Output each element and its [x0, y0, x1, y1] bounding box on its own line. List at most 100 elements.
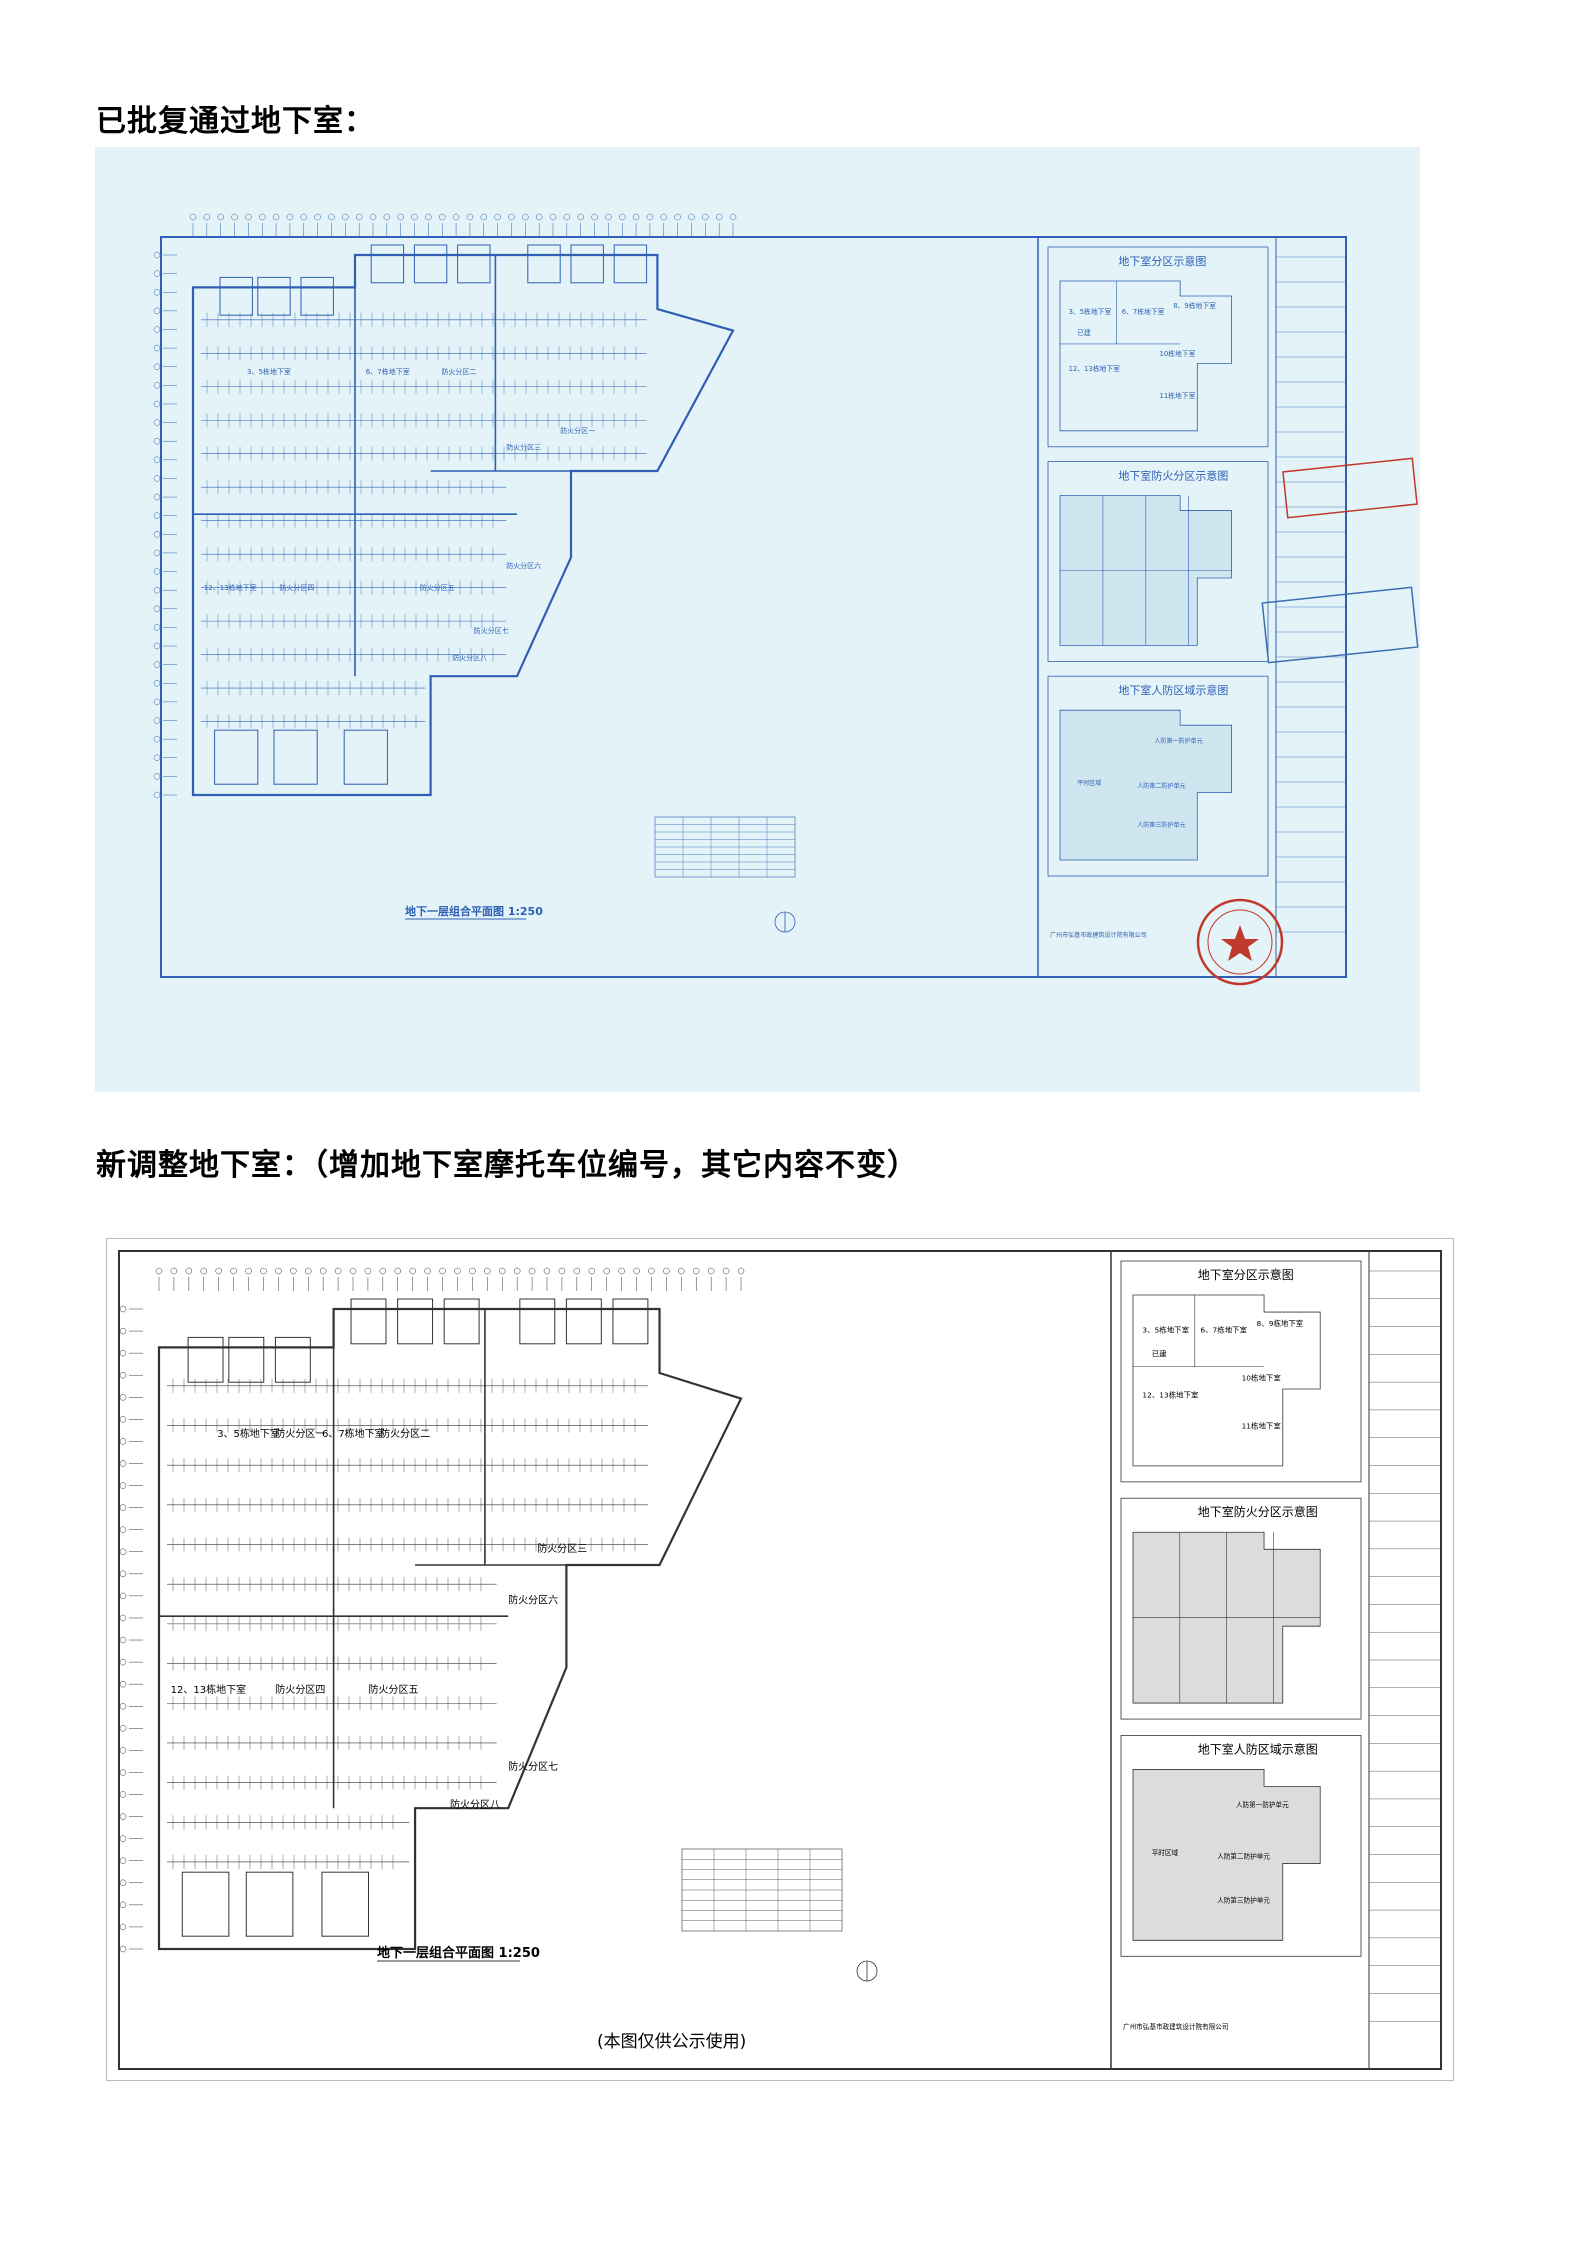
zone-diagram-label: 8、9栋地下室 [1257, 1318, 1304, 1328]
axis-bubble [153, 270, 161, 277]
fire-zones-title: 地下室防火分区示意图 [1118, 469, 1228, 483]
axis-bubble [543, 1267, 551, 1275]
building-core [565, 1298, 602, 1345]
plan-zone-label: 防火分区八 [450, 1798, 500, 1811]
axis-bubble [119, 1879, 127, 1887]
civil-defense-label: 平时区域 [1152, 1848, 1179, 1857]
zone-diagram-label: 3、5栋地下室 [1142, 1325, 1189, 1335]
civil-defense-label: 人防第一防护单元 [1236, 1800, 1289, 1809]
axis-bubble [528, 1267, 536, 1275]
axis-bubble [119, 1460, 127, 1467]
axis-bubble [245, 1267, 252, 1275]
axis-bubble [603, 1267, 610, 1275]
axis-bubble [364, 1267, 372, 1275]
basement-outline [191, 253, 735, 797]
axis-bubble [588, 1267, 596, 1275]
axis-bubble [200, 1267, 208, 1275]
zone-diagram-label: 12、13栋地下室 [1142, 1390, 1199, 1400]
axis-bubble [153, 493, 161, 501]
building-core [527, 244, 561, 284]
axis-bubble [409, 1267, 416, 1275]
plan-zone-label: 防火分区一 [560, 426, 595, 435]
plan-zone-label: 防火分区二 [380, 1427, 430, 1440]
axis-bubble [153, 307, 161, 315]
axis-bubble [153, 512, 161, 519]
zone-diagram-label: 6、7栋地下室 [1200, 1325, 1247, 1335]
axis-bubble [439, 1267, 446, 1275]
zone-diagram-label: 8、9栋地下室 [1173, 301, 1216, 310]
plan-linework [118, 1250, 1442, 2070]
axis-bubble [153, 363, 161, 370]
axis-bubble [618, 213, 626, 221]
side-panel-frame [1120, 1497, 1362, 1720]
plan-zone-label: 防火分区七 [474, 626, 509, 635]
axis-bubble [215, 1267, 222, 1275]
built-label: 已建 [1077, 328, 1091, 337]
axis-bubble [702, 213, 709, 221]
axis-bubble [119, 1857, 127, 1864]
company-name: 广州市弘基市政建筑设计院有限公司 [1050, 931, 1147, 939]
axis-bubble [153, 251, 161, 259]
axis-bubble [722, 1267, 730, 1275]
plan-zone-label: 3、5栋地下室 [217, 1427, 280, 1440]
axis-bubble [411, 213, 418, 221]
side-panel-frame [1047, 675, 1269, 877]
axis-bubble [480, 213, 488, 221]
axis-bubble [119, 1791, 127, 1798]
axis-bubble [119, 1504, 127, 1511]
axis-bubble [153, 624, 161, 631]
building-core [273, 729, 318, 785]
axis-bubble [591, 213, 598, 221]
plan-zone-label: 12、13栋地下室 [171, 1683, 246, 1696]
plan-title: 地下一层组合平面图 1:250 [377, 1945, 540, 1961]
axis-bubble [424, 1267, 431, 1275]
axis-bubble [737, 1267, 745, 1275]
axis-bubble [304, 1267, 312, 1275]
axis-bubble [153, 605, 161, 613]
axis-bubble [549, 213, 557, 221]
zone-diagram-label: 10栋地下室 [1160, 349, 1196, 358]
axis-bubble [119, 1482, 127, 1489]
axis-bubble [119, 1923, 127, 1931]
building-core [219, 276, 253, 316]
plan-zone-label: 防火分区七 [508, 1760, 558, 1773]
axis-bubble [558, 1267, 566, 1275]
civil-defense-title: 地下室人防区域示意图 [1198, 1741, 1318, 1756]
axis-bubble [688, 213, 695, 221]
plan-zone-label: 防火分区二 [441, 367, 476, 376]
axis-bubble [153, 326, 161, 333]
plan-zone-label: 6、7栋地下室 [322, 1427, 385, 1440]
axis-bubble [119, 1394, 127, 1401]
axis-bubble [349, 1267, 357, 1275]
building-core [397, 1298, 434, 1345]
axis-bubble [155, 1267, 163, 1275]
axis-bubble [153, 717, 161, 724]
public-notice-caption: (本图仅供公示使用) [597, 2031, 746, 2052]
civil-defense-label: 平时区域 [1077, 779, 1101, 787]
axis-bubble [508, 213, 515, 221]
axis-bubble [394, 1267, 402, 1275]
axis-bubble [119, 1945, 127, 1953]
axis-bubble [153, 531, 161, 538]
approval-stamp [1261, 586, 1419, 664]
plan-zone-label: 6、7栋地下室 [366, 367, 410, 376]
adjusted-basement-plan-drawing: 3、5栋地下室防火分区一6、7栋地下室防火分区二防火分区三防火分区四防火分区五防… [118, 1250, 1442, 2070]
axis-bubble [230, 1267, 237, 1275]
axis-bubble [119, 1769, 127, 1776]
side-panel-frame [1047, 461, 1269, 662]
company-name: 广州市弘基市政建筑设计院有限公司 [1123, 2022, 1229, 2031]
axis-bubble [153, 642, 161, 650]
axis-bubble [334, 1267, 342, 1275]
axis-bubble [119, 1835, 127, 1842]
axis-bubble [314, 213, 321, 221]
axis-bubble [119, 1901, 127, 1909]
civil-defense-title: 地下室人防区域示意图 [1118, 683, 1228, 697]
axis-bubble [119, 1614, 127, 1622]
axis-bubble [119, 1636, 127, 1644]
axis-bubble [729, 213, 737, 221]
axis-bubble [119, 1371, 127, 1379]
axis-bubble [707, 1267, 715, 1275]
axis-bubble [153, 400, 161, 408]
building-core [343, 729, 388, 785]
